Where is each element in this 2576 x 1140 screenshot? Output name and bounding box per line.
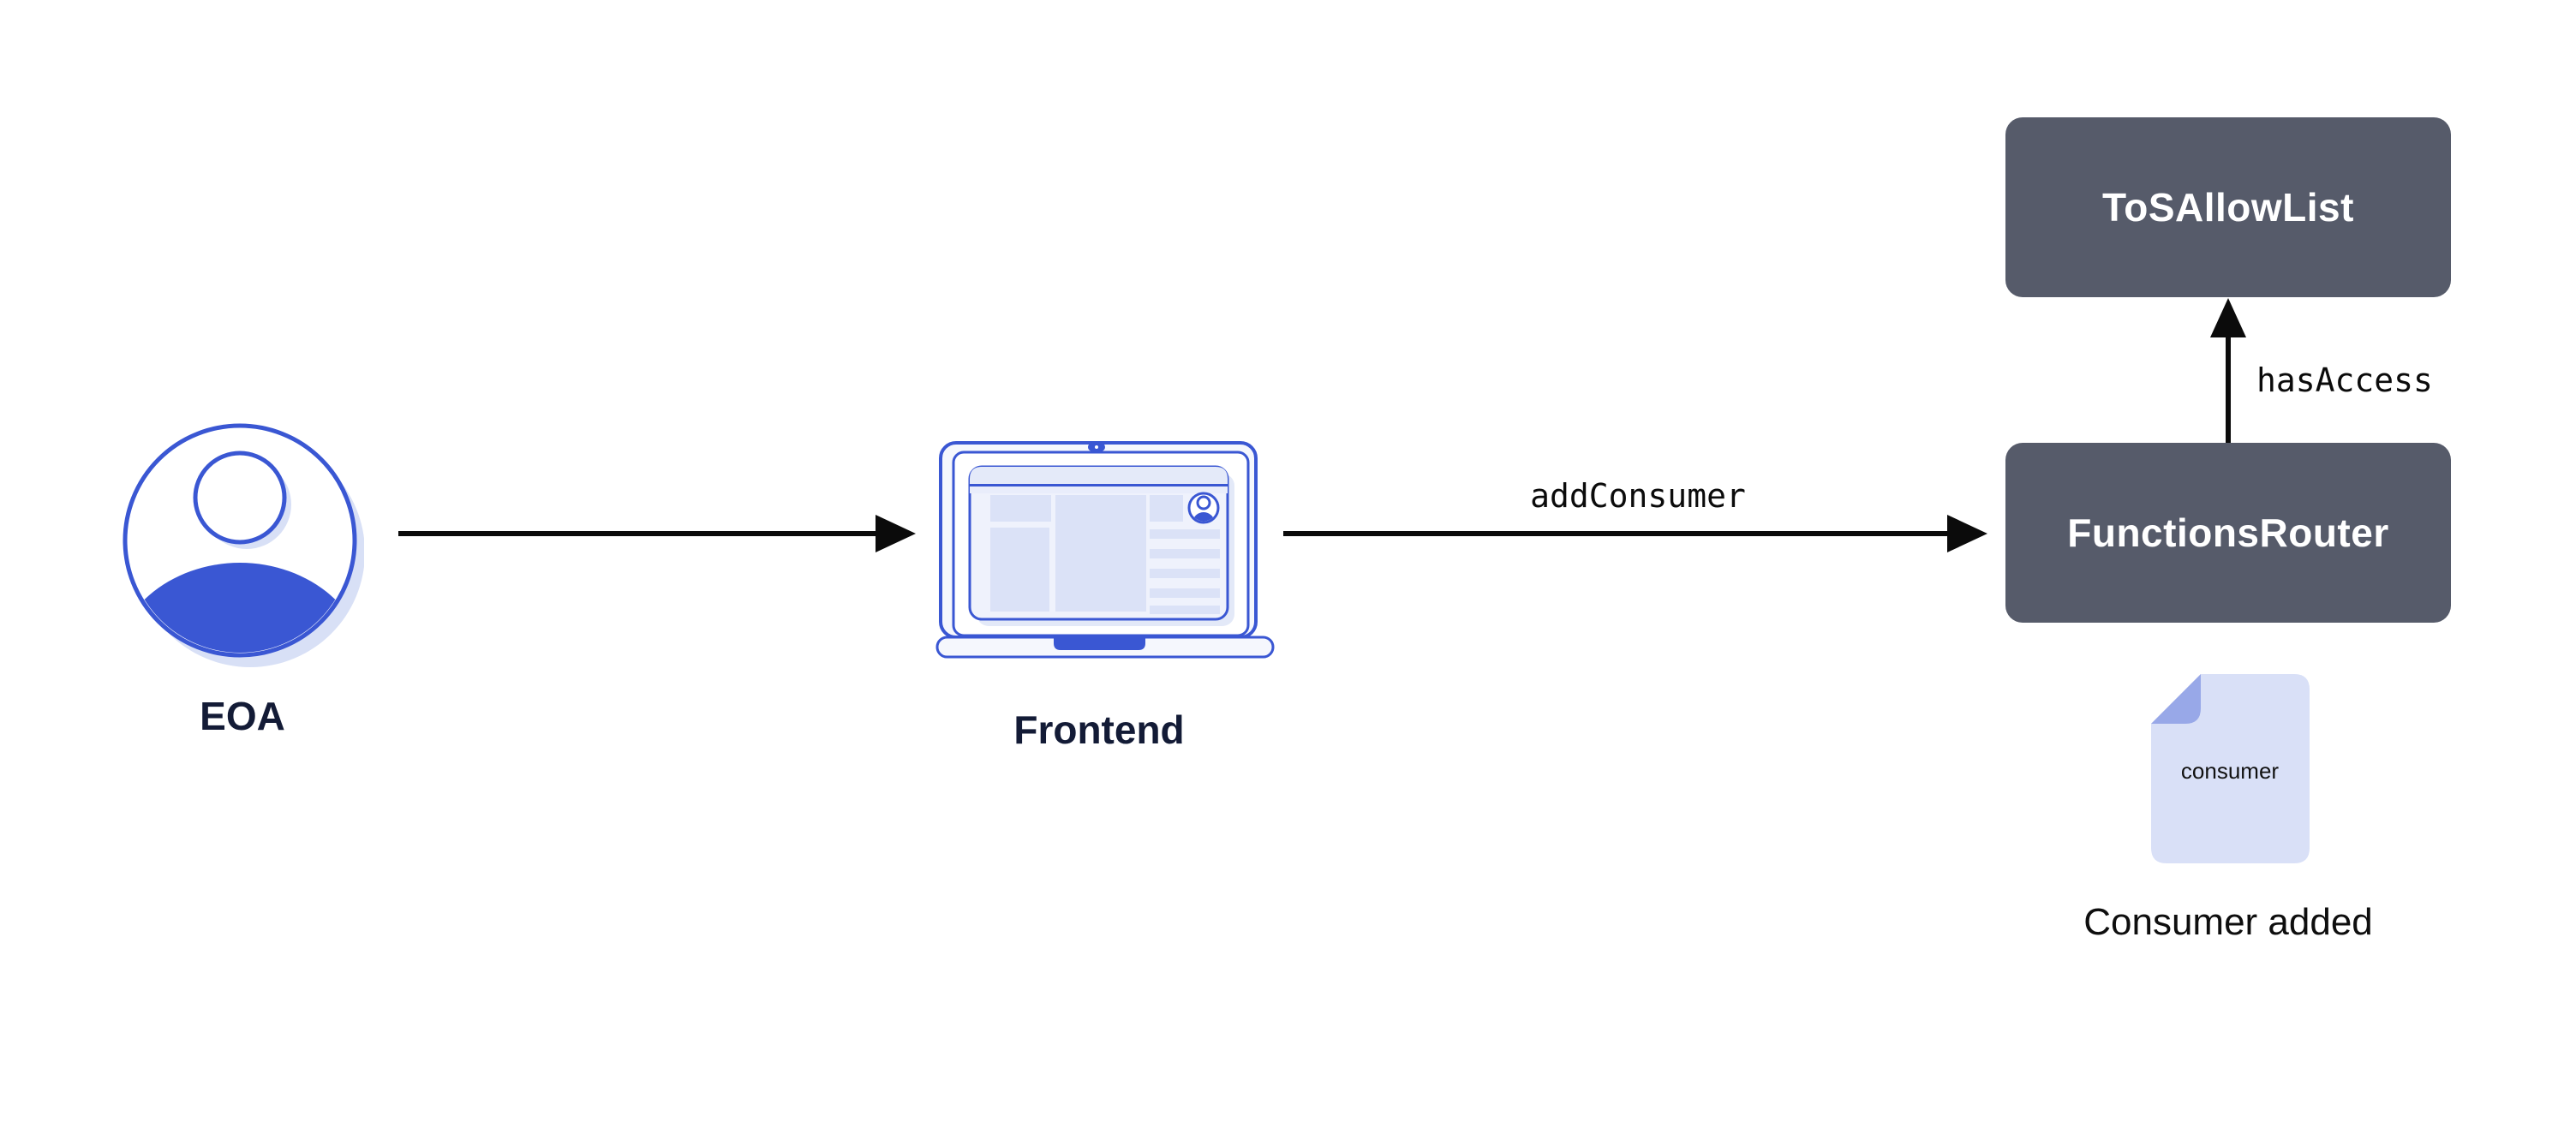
consumer-document-icon: consumer [2151, 674, 2310, 863]
document-label: consumer [2181, 758, 2279, 784]
frontend-laptop-icon [935, 441, 1275, 659]
edge-label-hasaccess: hasAccess [2256, 361, 2433, 399]
frontend-label: Frontend [1013, 707, 1185, 752]
arrow-frontend-to-router-line [1283, 531, 1950, 536]
edge-label-addconsumer: addConsumer [1530, 477, 1746, 515]
arrow-eoa-to-frontend-head [876, 515, 916, 552]
node-functionsrouter: FunctionsRouter [2005, 443, 2451, 623]
arrow-router-to-allowlist-line [2226, 336, 2231, 443]
arrow-eoa-to-frontend-line [398, 531, 876, 536]
arrow-router-to-allowlist-head [2210, 298, 2246, 337]
eoa-label: EOA [200, 694, 285, 738]
functionsrouter-label: FunctionsRouter [2067, 510, 2389, 555]
arrow-frontend-to-router-head [1947, 515, 1987, 552]
eoa-avatar-icon [123, 423, 364, 667]
tosallowlist-label: ToSAllowList [2102, 185, 2354, 230]
consumer-added-caption: Consumer added [2083, 901, 2373, 943]
node-tosallowlist: ToSAllowList [2005, 117, 2451, 297]
